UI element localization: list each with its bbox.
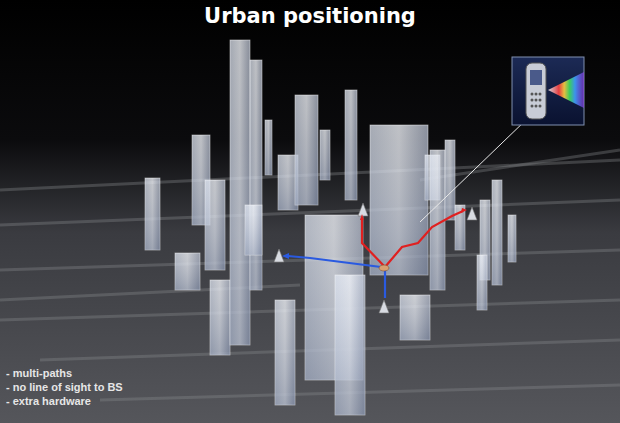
glass-shading [230,40,250,345]
glass-shading [477,255,487,310]
glass-shading [265,120,272,175]
glass-shading [335,275,365,415]
glass-shading [400,295,430,340]
glass-building [445,140,455,220]
slide-title: Urban positioning [0,4,620,28]
glass-building [205,180,225,270]
glass-shading [175,253,200,290]
glass-building [477,255,487,310]
glass-shading [210,280,230,355]
glass-shading [205,180,225,270]
glass-shading [145,178,160,250]
bullet-note: - multi-paths [6,366,123,380]
glass-shading [370,125,428,275]
glass-building [345,90,357,200]
bullet-note: - no line of sight to BS [6,380,123,394]
glass-building [230,40,250,345]
glass-shading [245,205,262,255]
glass-building [335,275,365,415]
glass-building [508,215,516,262]
glass-shading [295,95,318,205]
glass-shading [345,90,357,200]
glass-building [245,205,262,255]
glass-building [175,253,200,290]
glass-shading [275,300,295,405]
glass-building [145,178,160,250]
glass-shading [492,180,502,285]
bullet-list: - multi-paths- no line of sight to BS- e… [6,366,123,408]
glass-shading [445,140,455,220]
glass-building [250,60,262,290]
glass-building [320,130,330,180]
glass-shading [320,130,330,180]
bullet-note: - extra hardware [6,394,123,408]
glass-building [370,125,428,275]
glass-shading [508,215,516,262]
glass-building [265,120,272,175]
glass-building [400,295,430,340]
glass-building [275,300,295,405]
glass-building [492,180,502,285]
glass-building [210,280,230,355]
glass-shading [250,60,262,290]
glass-building [295,95,318,205]
